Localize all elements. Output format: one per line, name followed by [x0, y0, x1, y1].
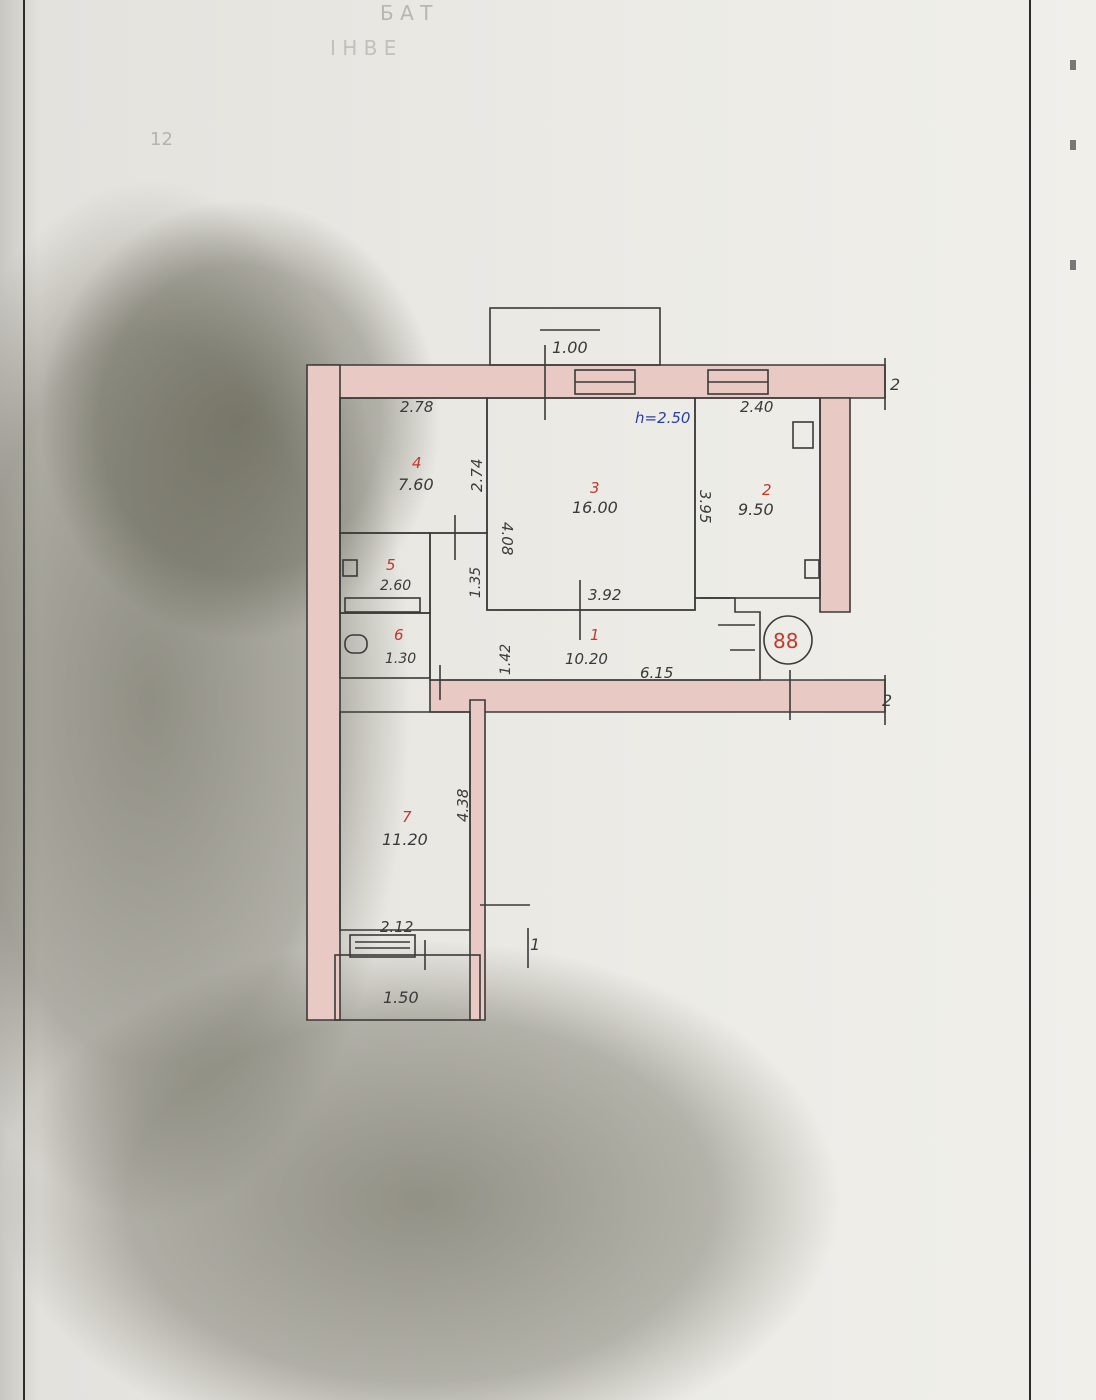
bathroom-outline: [339, 532, 431, 614]
toilet-outline: [339, 612, 431, 679]
sink-icon: [342, 559, 358, 577]
room-4-area: 7.60: [398, 475, 434, 494]
room-6-number: 6: [394, 626, 404, 644]
room-2-outline: [694, 397, 821, 599]
room-5-number: 5: [386, 556, 396, 574]
dim-room3-width: 3.92: [588, 586, 621, 604]
axis-label-bottom: 1: [530, 935, 540, 954]
room-7-area: 11.20: [382, 830, 428, 849]
stove-icon: [792, 421, 814, 449]
header-line-2: І Н В Е: [330, 36, 396, 60]
room-5-area: 2.60: [380, 578, 411, 594]
room-2-number: 2: [762, 481, 772, 499]
room-7-outline: [339, 711, 471, 931]
wall-room7-right: [469, 699, 486, 1021]
dim-hall-h1: 1.35: [468, 567, 484, 598]
dim-room7-height: 4.38: [454, 789, 472, 822]
room-1-area: 10.20: [565, 650, 608, 668]
bathtub-icon: [344, 597, 421, 613]
ceiling-height-note: h=2.50: [635, 409, 690, 427]
hall-outline: [429, 532, 761, 681]
toilet-icon: [344, 634, 368, 654]
apartment-number-circle: [763, 615, 813, 665]
room-3-area: 16.00: [572, 498, 618, 517]
window-room7: [349, 934, 416, 958]
page-number: 12: [150, 129, 173, 150]
dim-room2-height: 3.95: [696, 490, 714, 523]
room-2-area: 9.50: [738, 500, 774, 519]
dim-hall-length: 6.15: [640, 664, 673, 682]
room-7-number: 7: [402, 808, 412, 826]
room-4-number: 4: [412, 454, 422, 472]
dim-room2-width: 2.40: [740, 398, 773, 416]
wall-left: [306, 364, 341, 1021]
apartment-number: 88: [773, 629, 798, 653]
balcony-top-dim: 1.00: [552, 338, 588, 357]
wall-hall-bottom: [429, 679, 886, 713]
room-3-number: 3: [590, 479, 600, 497]
dim-room3-height: 4.08: [498, 522, 516, 555]
header-line-1: Б А Т: [380, 1, 433, 25]
room-6-area: 1.30: [385, 651, 416, 667]
balcony-top: [489, 307, 661, 366]
axis-label-top: 2: [890, 375, 900, 394]
wall-right-kitchen: [819, 397, 851, 613]
room-1-number: 1: [590, 626, 600, 644]
balcony-bottom-dim: 1.50: [383, 988, 419, 1007]
dim-room7-width: 2.12: [380, 918, 413, 936]
kitchen-sink-icon: [804, 559, 820, 579]
dim-room4-height: 2.74: [468, 459, 486, 492]
balcony-bottom: [334, 954, 481, 1021]
dim-room4-width: 2.78: [400, 398, 433, 416]
axis-label-mid: 2: [882, 691, 892, 710]
dim-hall-h2: 1.42: [498, 644, 514, 675]
